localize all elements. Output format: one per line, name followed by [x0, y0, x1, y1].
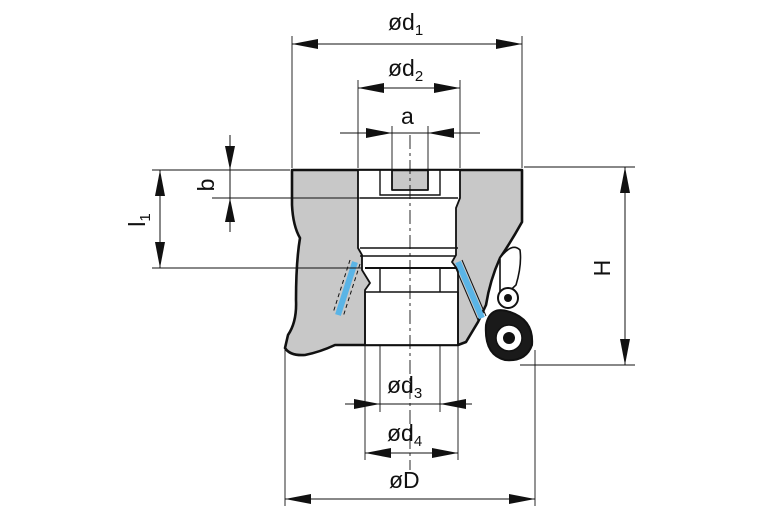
dimension-d2: [358, 83, 460, 93]
central-bore: [357, 169, 461, 346]
label-d1: ød1: [388, 9, 423, 39]
cutter-body: [283, 168, 524, 357]
dimension-l1: [155, 170, 165, 268]
label-l1: l1: [124, 213, 154, 226]
dimension-a: [340, 128, 480, 138]
label-D: øD: [389, 467, 420, 493]
dimension-b: [225, 135, 235, 232]
coolant-channel-right: [455, 260, 485, 320]
label-b: b: [193, 179, 219, 192]
dimension-H: [620, 167, 630, 365]
coolant-channels: [332, 259, 487, 321]
cutting-insert: [484, 246, 534, 362]
dimension-D: [285, 494, 535, 504]
label-d4: ød4: [387, 420, 422, 450]
dimension-d3: [345, 399, 472, 409]
dimension-d1: [292, 39, 522, 49]
dimension-d4: [365, 448, 458, 458]
label-d3: ød3: [387, 372, 422, 402]
label-H: H: [589, 260, 615, 277]
coolant-channel-left: [335, 261, 358, 316]
label-d2: ød2: [388, 55, 423, 85]
label-a: a: [401, 103, 414, 129]
